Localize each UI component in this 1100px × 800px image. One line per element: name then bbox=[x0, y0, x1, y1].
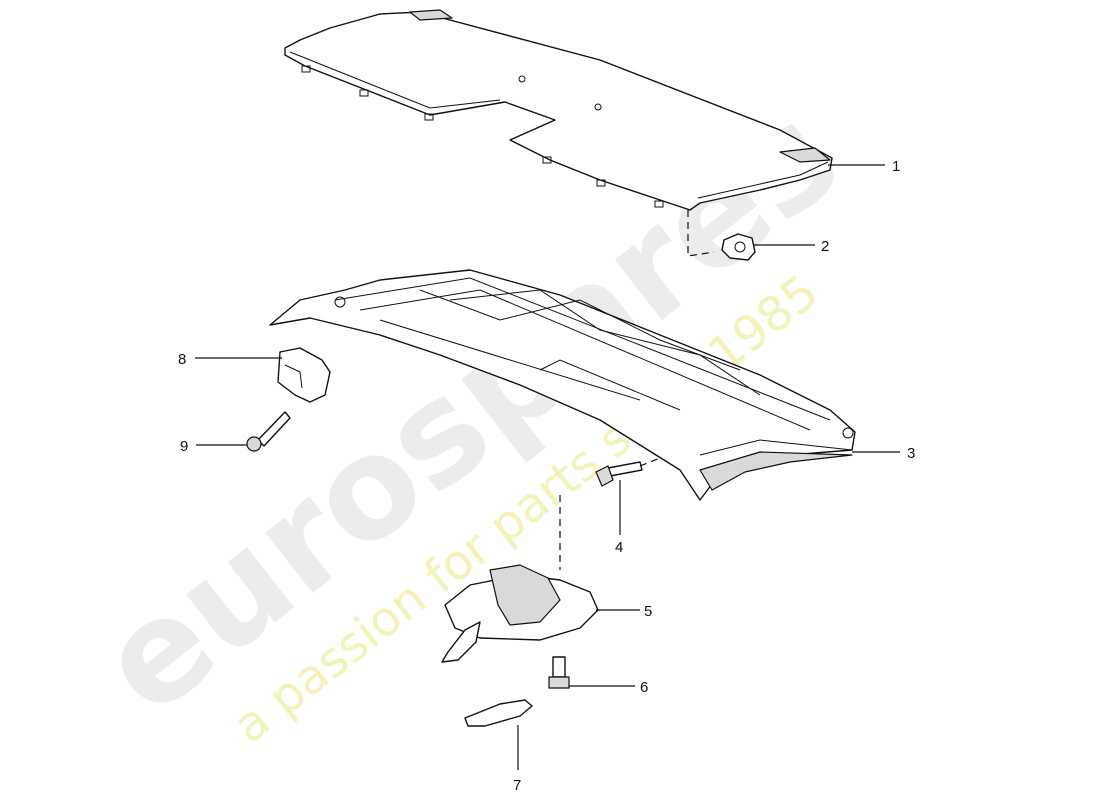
callout-2: 2 bbox=[821, 238, 829, 255]
callout-5: 5 bbox=[644, 603, 652, 620]
cover bbox=[464, 699, 533, 727]
callout-9: 9 bbox=[180, 438, 188, 455]
callout-3: 3 bbox=[907, 445, 915, 462]
bolt-long bbox=[246, 411, 291, 452]
assembly-line-clip bbox=[687, 210, 715, 257]
callout-4: 4 bbox=[615, 539, 623, 556]
callout-7: 7 bbox=[513, 777, 521, 794]
callout-6: 6 bbox=[640, 679, 648, 696]
assembly-line-bolt bbox=[639, 457, 661, 467]
parcel-shelf bbox=[269, 269, 856, 501]
bolt bbox=[595, 461, 643, 487]
clip bbox=[721, 233, 756, 261]
bracket bbox=[277, 347, 331, 403]
callout-8: 8 bbox=[178, 351, 186, 368]
trim-panel bbox=[284, 9, 833, 211]
screw bbox=[548, 656, 570, 689]
callout-1: 1 bbox=[892, 158, 900, 175]
